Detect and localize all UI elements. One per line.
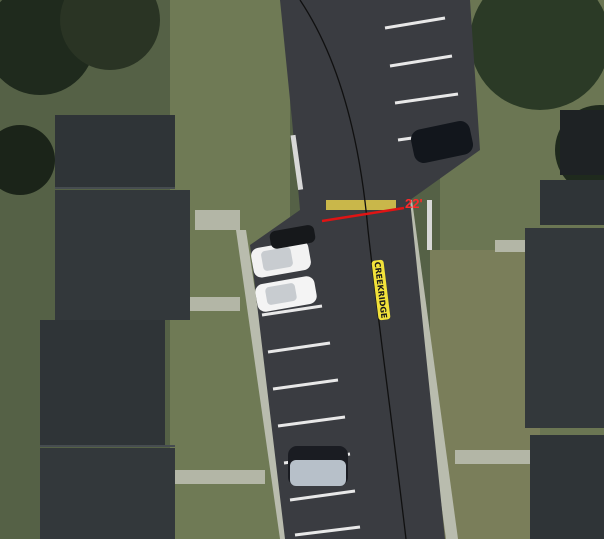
measurement-line[interactable] (321, 206, 405, 223)
sidewalk-right-cross (455, 450, 530, 464)
speed-bump (326, 200, 396, 210)
building-left-group (40, 115, 190, 539)
building-icon (55, 190, 190, 320)
sidewalk-left-cross (180, 297, 240, 311)
sidewalk-right-cross2 (495, 240, 530, 252)
car-icon (410, 120, 474, 164)
sidewalk-left-top (195, 210, 240, 230)
street-label-bg (371, 259, 391, 321)
tree-canopy-left (0, 0, 160, 195)
road-centerline (299, 0, 407, 539)
sidewalk-left-cross2 (175, 470, 265, 484)
building-icon (525, 228, 608, 428)
car-icon (251, 240, 311, 278)
car-icon (269, 225, 316, 249)
tree-icon (470, 0, 608, 110)
car-icon (255, 276, 317, 312)
curb-marking (427, 200, 432, 250)
building-icon (530, 435, 608, 539)
building-right-group (525, 110, 608, 539)
measurement-label: 22' (405, 196, 423, 211)
building-icon (40, 320, 165, 445)
building-icon (55, 115, 175, 187)
car-icon (288, 446, 348, 486)
tree-icon (60, 0, 160, 70)
parking-stripes-lower (261, 304, 361, 537)
map-edge (604, 0, 608, 539)
tree-icon (0, 125, 55, 195)
curb-marking (290, 134, 304, 190)
building-icon (40, 448, 175, 539)
building-icon (560, 110, 608, 175)
building-icon (540, 180, 608, 225)
